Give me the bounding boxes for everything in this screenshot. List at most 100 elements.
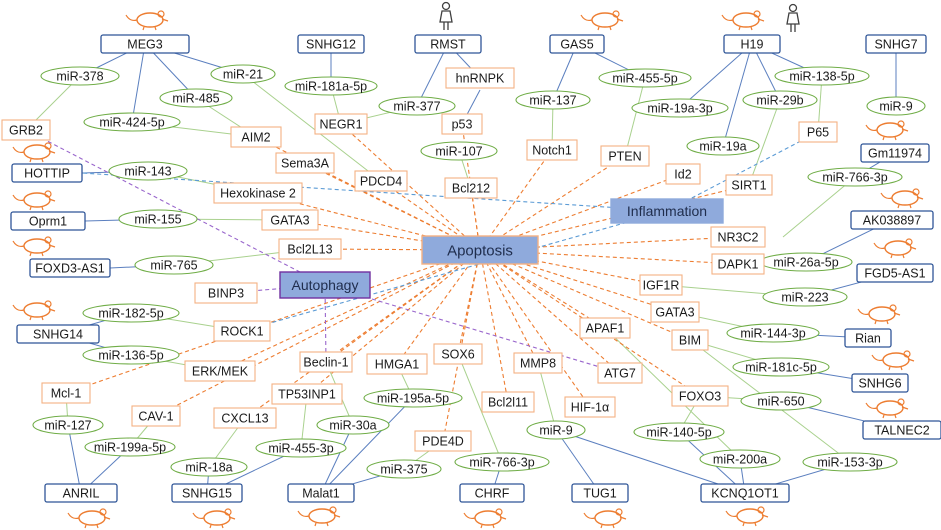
mirna-node-shape — [802, 452, 898, 472]
mirna-node-shape — [762, 287, 848, 307]
mirna-node-shape — [740, 391, 822, 411]
mirna-node: miR-455-5p — [598, 68, 692, 88]
target-node: BINP3 — [194, 282, 258, 304]
target-node-label: Bcl212 — [452, 182, 490, 196]
rat-icon — [583, 508, 627, 529]
target-node-shape — [445, 67, 515, 89]
target-node-label: PTEN — [608, 150, 641, 164]
target-node-shape — [481, 391, 535, 413]
mirna-node-shape — [83, 112, 181, 132]
lncrna-node-label: TUG1 — [583, 487, 616, 501]
target-node-shape — [564, 396, 616, 418]
target-node: GATA3 — [261, 209, 319, 231]
mirna-node-label: miR-19a-3p — [647, 102, 712, 116]
edge-malat1-mir30a — [320, 424, 354, 494]
lncrna-node-label: SNHG7 — [874, 38, 917, 52]
mirna-node: miR-485 — [159, 88, 233, 108]
target-node-label: ROCK1 — [220, 325, 263, 339]
target-node-label: IGF1R — [643, 279, 680, 293]
target-node-label: GRB2 — [9, 124, 43, 138]
lncrna-node: SNHG6 — [851, 373, 909, 393]
mirna-node-shape — [84, 437, 176, 457]
mirna-node-label: miR-181a-5p — [295, 80, 367, 94]
edge-kcnq-mir9 — [555, 429, 746, 494]
lncrna-node-label: SNHG6 — [858, 377, 901, 391]
target-node-label: Hexokinase 2 — [220, 187, 296, 201]
target-node-shape — [213, 320, 271, 342]
lncrna-node-shape — [297, 34, 365, 54]
edge-apop-hif1a — [479, 249, 591, 408]
edge-rmst-mir377 — [416, 43, 449, 107]
edge-apop-foxo3 — [479, 249, 701, 397]
mirna-node-label: miR-766-3p — [822, 171, 887, 185]
target-node-shape — [366, 353, 428, 375]
target-node-shape — [261, 209, 319, 231]
rat-icon — [12, 300, 56, 321]
lncrna-node: AK038897 — [850, 210, 934, 230]
mirna-node-shape — [420, 141, 498, 161]
target-node-label: ATG7 — [604, 367, 636, 381]
target-node-label: P65 — [807, 126, 829, 140]
mirna-node: miR-127 — [32, 415, 104, 435]
lncrna-node-shape — [700, 483, 790, 503]
edge-apop-gata3b — [479, 249, 676, 313]
mirna-node: miR-424-5p — [83, 112, 181, 132]
mirna-node-shape — [366, 459, 442, 479]
target-node: BIM — [671, 329, 709, 351]
target-node-shape — [600, 145, 650, 167]
lncrna-node: SNHG12 — [297, 34, 365, 54]
target-node-shape — [278, 238, 342, 260]
target-node-shape — [671, 385, 729, 407]
mirna-node-label: miR-144-3p — [740, 327, 805, 341]
mirna-node-label: miR-9 — [879, 100, 912, 114]
edge-apop-bim — [479, 249, 691, 341]
mirna-node-label: miR-140-5p — [646, 426, 711, 440]
lncrna-node-label: RMST — [430, 38, 466, 52]
target-node-label: MMP8 — [520, 357, 556, 371]
mirna-node-shape — [807, 167, 903, 187]
target-node: FOXO3 — [671, 385, 729, 407]
edge-mir21-pdcd4 — [242, 73, 382, 182]
mirna-node-label: miR-195a-5p — [377, 392, 449, 406]
inflammation-hub-label: Inflammation — [627, 203, 707, 219]
mirna-node-label: miR-455-3p — [268, 442, 333, 456]
edge-anril-mir127 — [67, 424, 82, 494]
target-node: Beclin-1 — [299, 351, 353, 373]
mirna-node: miR-455-3p — [255, 438, 347, 458]
lncrna-node-shape — [100, 34, 190, 54]
mirna-node-shape — [363, 388, 463, 408]
target-node-label: hnRNPK — [456, 72, 505, 86]
target-node: AIM2 — [230, 126, 282, 148]
mirna-node-shape — [633, 422, 725, 442]
target-node-label: Id2 — [674, 168, 691, 182]
target-node: Mcl-1 — [41, 382, 91, 404]
target-node-shape — [1, 119, 51, 141]
rat-icon — [12, 236, 56, 257]
lncrna-node-label: GAS5 — [560, 38, 593, 52]
mirna-node: miR-223 — [762, 287, 848, 307]
lncrna-node-shape — [865, 34, 927, 54]
mirna-node-shape — [631, 98, 729, 118]
lncrna-node-shape — [171, 483, 243, 503]
rat-icon — [865, 120, 909, 141]
mirna-node: miR-766-3p — [454, 452, 550, 472]
lncrna-node: GAS5 — [549, 34, 605, 54]
target-node-label: Bcl2l11 — [488, 396, 528, 410]
lncrna-node-label: SNHG14 — [33, 328, 83, 342]
lncrna-node-shape — [414, 34, 482, 54]
edge-mir9-mmp8 — [537, 362, 557, 431]
mirna-node-label: miR-30a — [329, 419, 376, 433]
mirna-node-shape — [866, 96, 926, 116]
target-node-label: HIF-1α — [571, 401, 609, 415]
mirna-node-shape — [726, 323, 820, 343]
mirna-node-label: miR-155 — [134, 213, 181, 227]
lncrna-node: TUG1 — [571, 483, 629, 503]
mirna-node-label: miR-650 — [757, 395, 804, 409]
rat-icon — [871, 350, 915, 371]
target-node: Sema3A — [275, 152, 335, 174]
lncrna-node-label: Oprm1 — [29, 215, 67, 229]
target-node-shape — [650, 301, 700, 323]
target-node: HMGA1 — [366, 353, 428, 375]
lncrna-node-shape — [571, 483, 629, 503]
lncrna-node: SNHG14 — [16, 324, 100, 344]
